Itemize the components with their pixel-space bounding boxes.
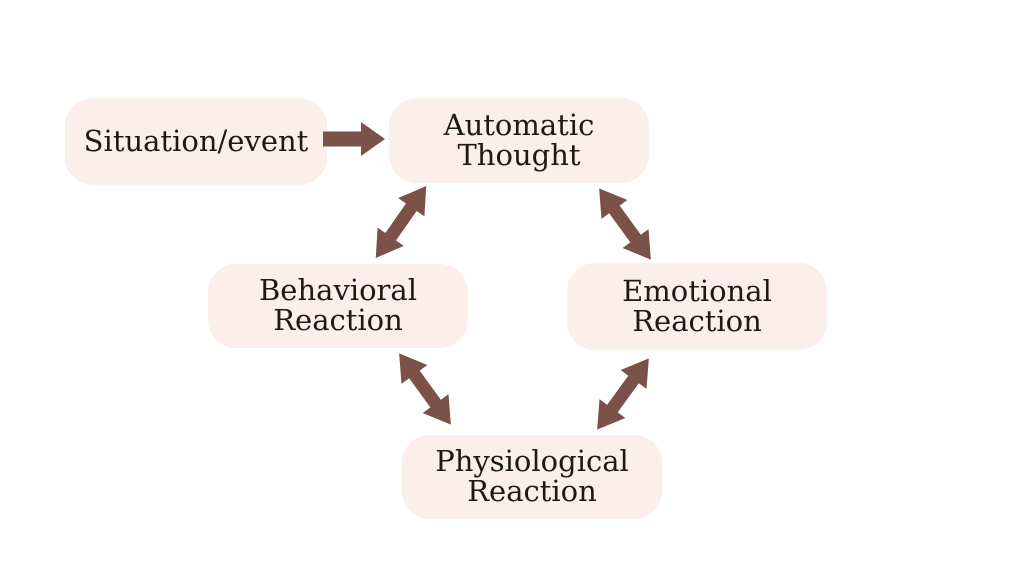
node-physiological-reaction: Physiological Reaction: [402, 435, 662, 519]
node-behavioral-reaction: Behavioral Reaction: [208, 264, 468, 348]
node-label-line2: Thought: [457, 137, 581, 172]
node-label-line2: Reaction: [467, 474, 597, 508]
arrow-right-icon: [323, 121, 385, 157]
double-arrow-emotional-physiological-icon: [582, 347, 664, 441]
node-label-line1: Emotional: [622, 273, 772, 308]
node-label-line1: Automatic: [443, 107, 595, 142]
node-label-line2: Reaction: [273, 303, 403, 337]
node-label-line1: Physiological: [435, 444, 629, 479]
node-automatic-thought: Automatic Thought: [389, 98, 649, 183]
double-arrow-automatic-emotional-icon: [584, 177, 666, 271]
double-arrow-icon: [399, 353, 451, 425]
double-arrow-icon: [597, 358, 649, 430]
double-arrow-icon: [599, 188, 651, 260]
node-label-line2: Reaction: [632, 303, 762, 338]
node-emotional-reaction: Emotional Reaction: [567, 263, 827, 350]
double-arrow-icon: [375, 185, 427, 259]
node-label-line1: Behavioral: [259, 273, 417, 308]
double-arrow-automatic-behavioral-icon: [360, 175, 442, 269]
node-situation-event: Situation/event: [65, 98, 327, 185]
arrow-right-icon: [323, 122, 385, 156]
node-label: Situation/event: [83, 123, 309, 158]
double-arrow-behavioral-physiological-icon: [384, 342, 466, 436]
